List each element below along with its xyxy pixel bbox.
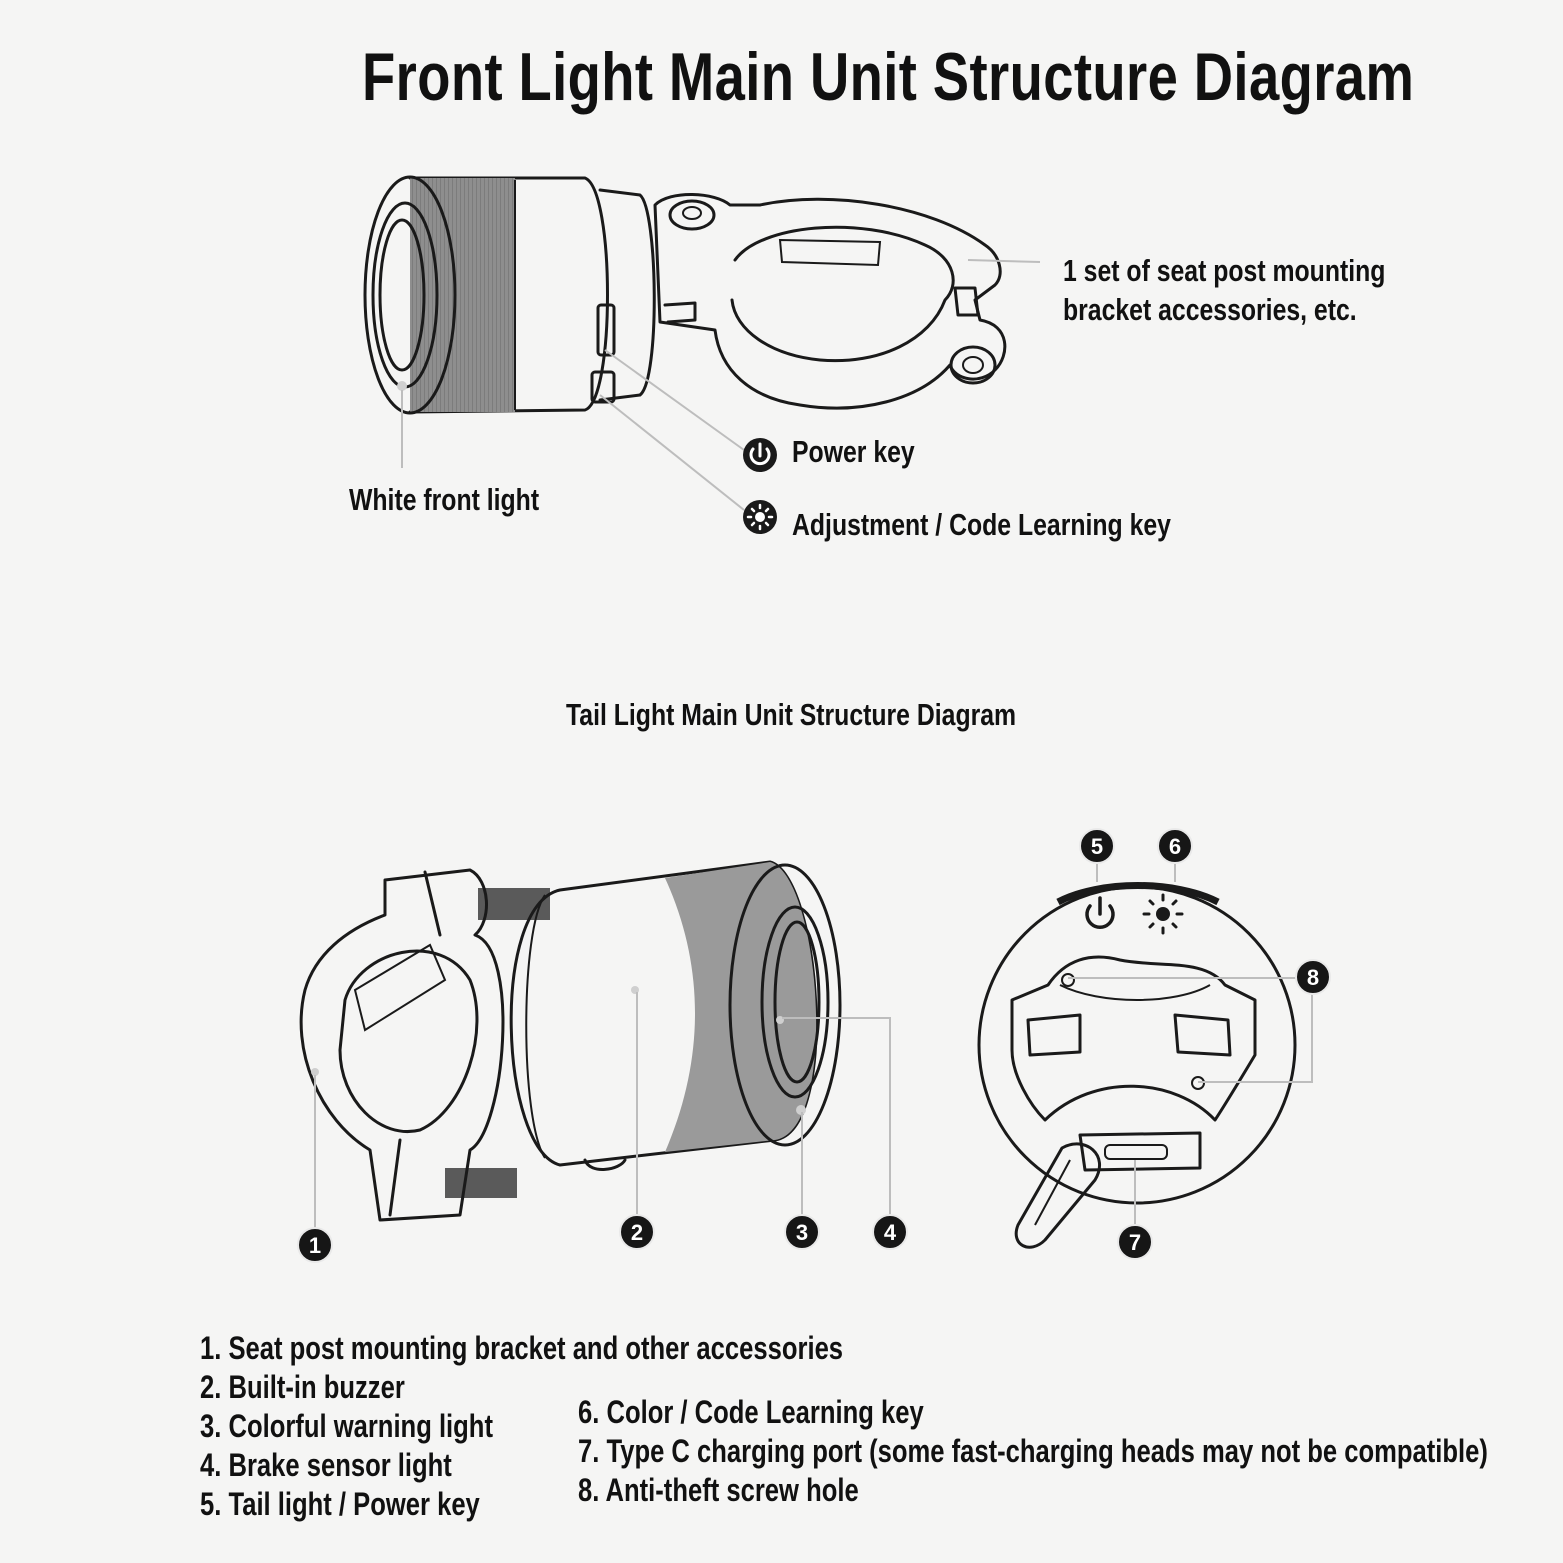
bracket-label-line1: 1 set of seat post mounting [1063, 253, 1386, 288]
bracket-label-line2: bracket accessories, etc. [1063, 292, 1357, 327]
legend-item-3: 3. Colorful warning light [200, 1408, 493, 1444]
power-key-label: Power key [792, 434, 915, 469]
svg-text:3: 3 [796, 1220, 808, 1245]
legend-item-2: 2. Built-in buzzer [200, 1369, 405, 1405]
callout-badge-7: 7 [1117, 1224, 1153, 1260]
svg-text:2: 2 [631, 1220, 643, 1245]
legend-item-4: 4. Brake sensor light [200, 1447, 452, 1483]
white-front-light-label: White front light [349, 482, 540, 517]
svg-text:6: 6 [1169, 834, 1181, 859]
svg-text:1: 1 [309, 1233, 321, 1258]
callout-badge-6: 6 [1157, 828, 1193, 864]
svg-text:4: 4 [884, 1220, 897, 1245]
svg-text:5: 5 [1091, 834, 1103, 859]
callout-badge-8: 8 [1295, 959, 1331, 995]
tail-light-side-view [299, 860, 842, 1222]
adjustment-key-label: Adjustment / Code Learning key [792, 507, 1171, 542]
legend-item-8: 8. Anti-theft screw hole [578, 1472, 859, 1508]
tail-light-back-view [977, 882, 1297, 1249]
sun-icon [743, 500, 777, 534]
power-icon [743, 438, 777, 472]
callout-badge-2: 2 [619, 1214, 655, 1250]
power-icon [1085, 896, 1115, 930]
tail-title: Tail Light Main Unit Structure Diagram [566, 697, 1017, 732]
svg-text:8: 8 [1307, 965, 1319, 990]
legend-item-1: 1. Seat post mounting bracket and other … [200, 1330, 844, 1366]
svg-text:7: 7 [1129, 1230, 1141, 1255]
legend-item-6: 6. Color / Code Learning key [578, 1394, 924, 1430]
callout-badge-4: 4 [872, 1214, 908, 1250]
sun-icon [1142, 893, 1184, 935]
callout-badge-5: 5 [1079, 828, 1115, 864]
front-light-body [363, 175, 1007, 415]
main-title: Front Light Main Unit Structure Diagram [362, 39, 1415, 115]
legend-item-7: 7. Type C charging port (some fast-charg… [578, 1433, 1488, 1469]
callout-badge-1: 1 [297, 1227, 333, 1263]
legend-item-5: 5. Tail light / Power key [200, 1486, 480, 1522]
callout-badge-3: 3 [784, 1214, 820, 1250]
